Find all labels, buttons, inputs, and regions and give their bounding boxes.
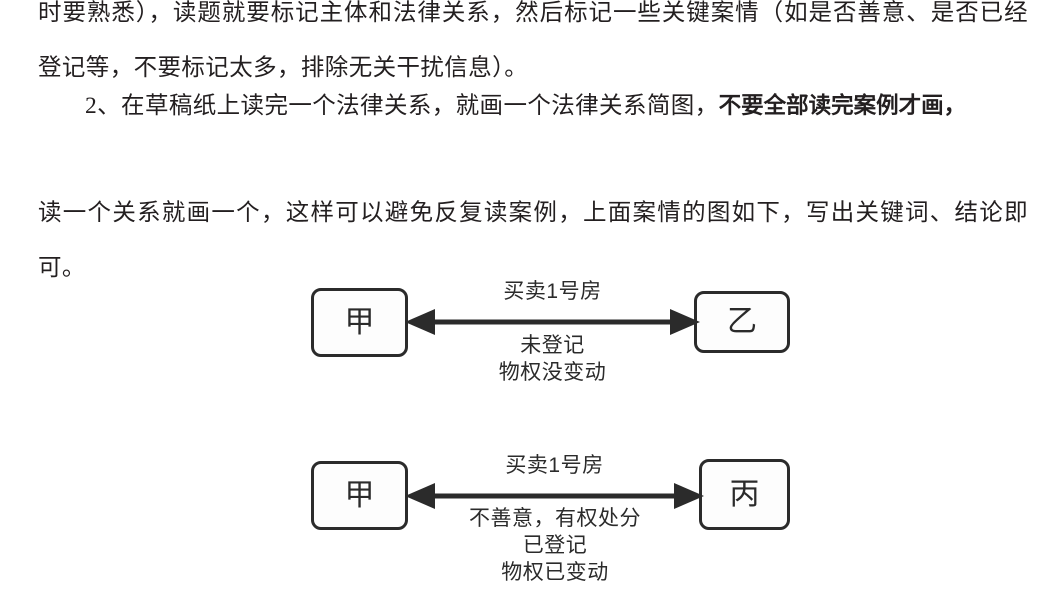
- legal-relation-diagram-1: 甲 乙 买卖1号房 未登记 物权没变动: [0, 270, 1062, 400]
- paragraph-1-text: 时要熟悉），读题就要标记主体和法律关系，然后标记一些关键案情（如是否善意、是否已…: [38, 0, 1028, 81]
- diagram-2-right-node: 丙: [699, 459, 790, 530]
- diagram-1-label-above: 买卖1号房: [503, 280, 602, 303]
- diagram-1-left-node-label: 甲: [344, 305, 375, 339]
- diagram-2-double-arrow: [405, 483, 704, 509]
- diagram-1-right-node-label: 乙: [727, 305, 757, 338]
- paragraph-1: 时要熟悉），读题就要标记主体和法律关系，然后标记一些关键案情（如是否善意、是否已…: [38, 0, 1028, 96]
- paragraph-2-text-bold: 不要全部读完案例才画，: [718, 93, 967, 118]
- paragraph-2: 2、在草稿纸上读完一个法律关系，就画一个法律关系简图，不要全部读完案例才画，: [38, 78, 1028, 134]
- diagram-2-label-above: 买卖1号房: [505, 454, 604, 477]
- diagram-2-label-below: 不善意，有权处分 已登记 物权已变动: [469, 507, 641, 584]
- legal-relation-diagram-2: 甲 丙 买卖1号房 不善意，有权处分 已登记 物权已变动: [0, 440, 1062, 610]
- diagram-1-right-node: 乙: [694, 291, 790, 353]
- diagram-2-left-node-label: 甲: [344, 478, 375, 512]
- diagram-2-right-node-label: 丙: [729, 477, 760, 511]
- paragraph-2-text-normal: 2、在草稿纸上读完一个法律关系，就画一个法律关系简图，: [85, 93, 719, 119]
- paragraph-3: 读一个关系就画一个，这样可以避免反复读案例，上面案情的图如下，写出关键词、结论即…: [38, 186, 1028, 296]
- diagram-1-label-below: 未登记 物权没变动: [498, 334, 607, 384]
- diagram-2-left-node: 甲: [311, 461, 408, 530]
- diagram-1-left-node: 甲: [311, 288, 408, 357]
- paragraph-3-text: 读一个关系就画一个，这样可以避免反复读案例，上面案情的图如下，写出关键词、结论即…: [38, 200, 1028, 281]
- diagram-1-double-arrow: [405, 309, 700, 335]
